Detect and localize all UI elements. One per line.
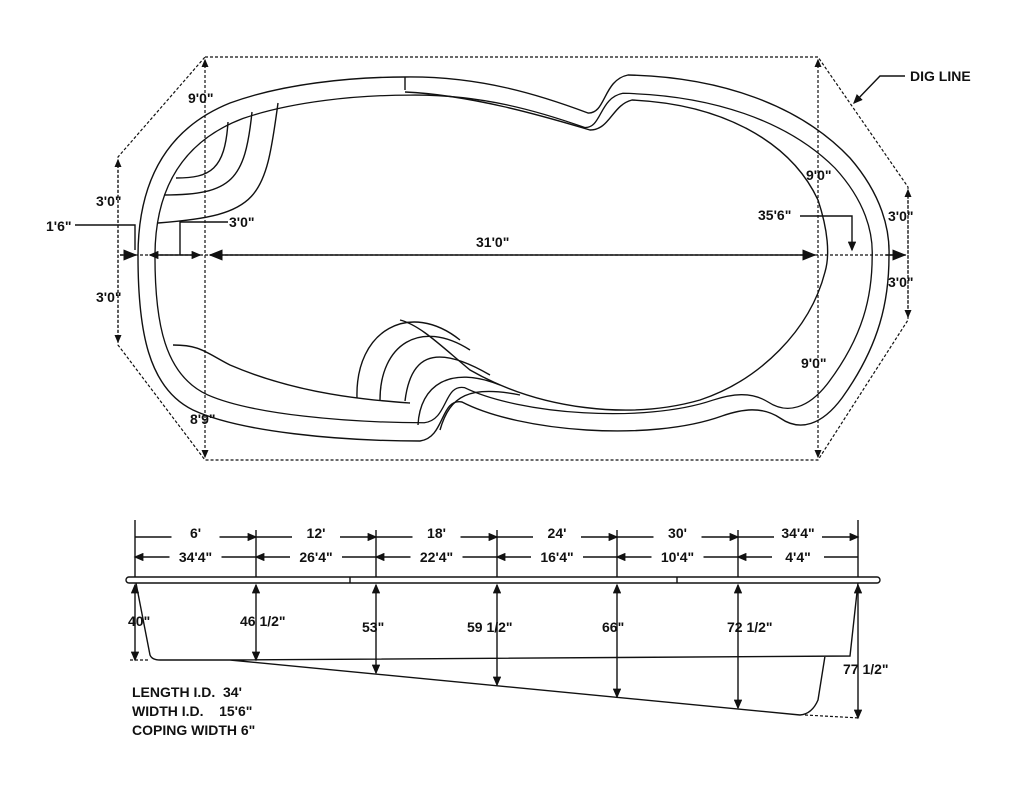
- dim-3-0-right-upper: 3'0": [888, 208, 914, 224]
- depth-label: 59 1/2": [467, 619, 513, 635]
- entry-steps-left: [157, 102, 279, 224]
- remaining-label: 10'4": [661, 549, 694, 565]
- station-row-top: 6' 12' 18' 24' 30' 34'4": [135, 525, 860, 542]
- dig-line-leader: [853, 75, 905, 105]
- dim-9-0-right-upper: 9'0": [806, 167, 832, 183]
- profile-view: 6' 12' 18' 24' 30' 34'4" 34'4" 26'4" 22'4" 16'4"…: [125, 520, 889, 738]
- pool-floor-edge: [172, 91, 829, 411]
- station-label: 12': [307, 525, 326, 541]
- dim-8-9: 8'9": [190, 411, 216, 427]
- remaining-label: 26'4": [299, 549, 332, 565]
- remaining-label: 16'4": [540, 549, 573, 565]
- dim-35-6: 35'6": [758, 207, 791, 223]
- station-label: 30': [668, 525, 687, 541]
- dim-1-6: 1'6": [46, 218, 72, 234]
- station-label: 6': [190, 525, 201, 541]
- dim-3-0-right-lower: 3'0": [888, 274, 914, 290]
- pool-coping-outline: [137, 74, 890, 442]
- station-ticks: [134, 520, 859, 577]
- depth-label: 77 1/2": [843, 661, 889, 677]
- remaining-label: 22'4": [420, 549, 453, 565]
- station-label: 24': [548, 525, 567, 541]
- dim-3-0-step: 3'0": [229, 214, 255, 230]
- note-width: WIDTH I.D. 15'6": [132, 703, 252, 719]
- coping-profile: [125, 576, 881, 584]
- dim-9-0-top-left: 9'0": [188, 90, 214, 106]
- dim-31-0: 31'0": [476, 234, 509, 250]
- plan-view: DIG LINE 9'0" 3'0" 3'0" 1'6" 3'0" 31'0" …: [46, 56, 971, 461]
- dig-line: [117, 56, 909, 461]
- dim-3-0-left-upper: 3'0": [96, 193, 122, 209]
- remaining-label: 34'4": [179, 549, 212, 565]
- depth-label: 40": [128, 613, 150, 629]
- leader-3-0: [179, 221, 228, 255]
- shell-profile: [135, 582, 859, 716]
- bench-steps-right: [356, 321, 521, 431]
- leader-1-6: [75, 224, 136, 250]
- station-label: 34'4": [781, 525, 814, 541]
- remaining-label: 4'4": [785, 549, 811, 565]
- note-coping: COPING WIDTH 6": [132, 722, 255, 738]
- station-label: 18': [427, 525, 446, 541]
- dim-3-0-left-lower: 3'0": [96, 289, 122, 305]
- station-row-bottom: 34'4" 26'4" 22'4" 16'4" 10'4" 4'4": [133, 548, 858, 565]
- depth-label: 46 1/2": [240, 613, 286, 629]
- note-length: LENGTH I.D. 34': [132, 684, 242, 700]
- dim-9-0-right-lower: 9'0": [801, 355, 827, 371]
- depth-arrows: [130, 583, 863, 720]
- depth-label: 66": [602, 619, 624, 635]
- pool-inner-edge: [154, 92, 873, 424]
- depth-label: 53": [362, 619, 384, 635]
- dig-line-label: DIG LINE: [910, 68, 971, 84]
- depth-label: 72 1/2": [727, 619, 773, 635]
- leader-35-6: [800, 215, 857, 252]
